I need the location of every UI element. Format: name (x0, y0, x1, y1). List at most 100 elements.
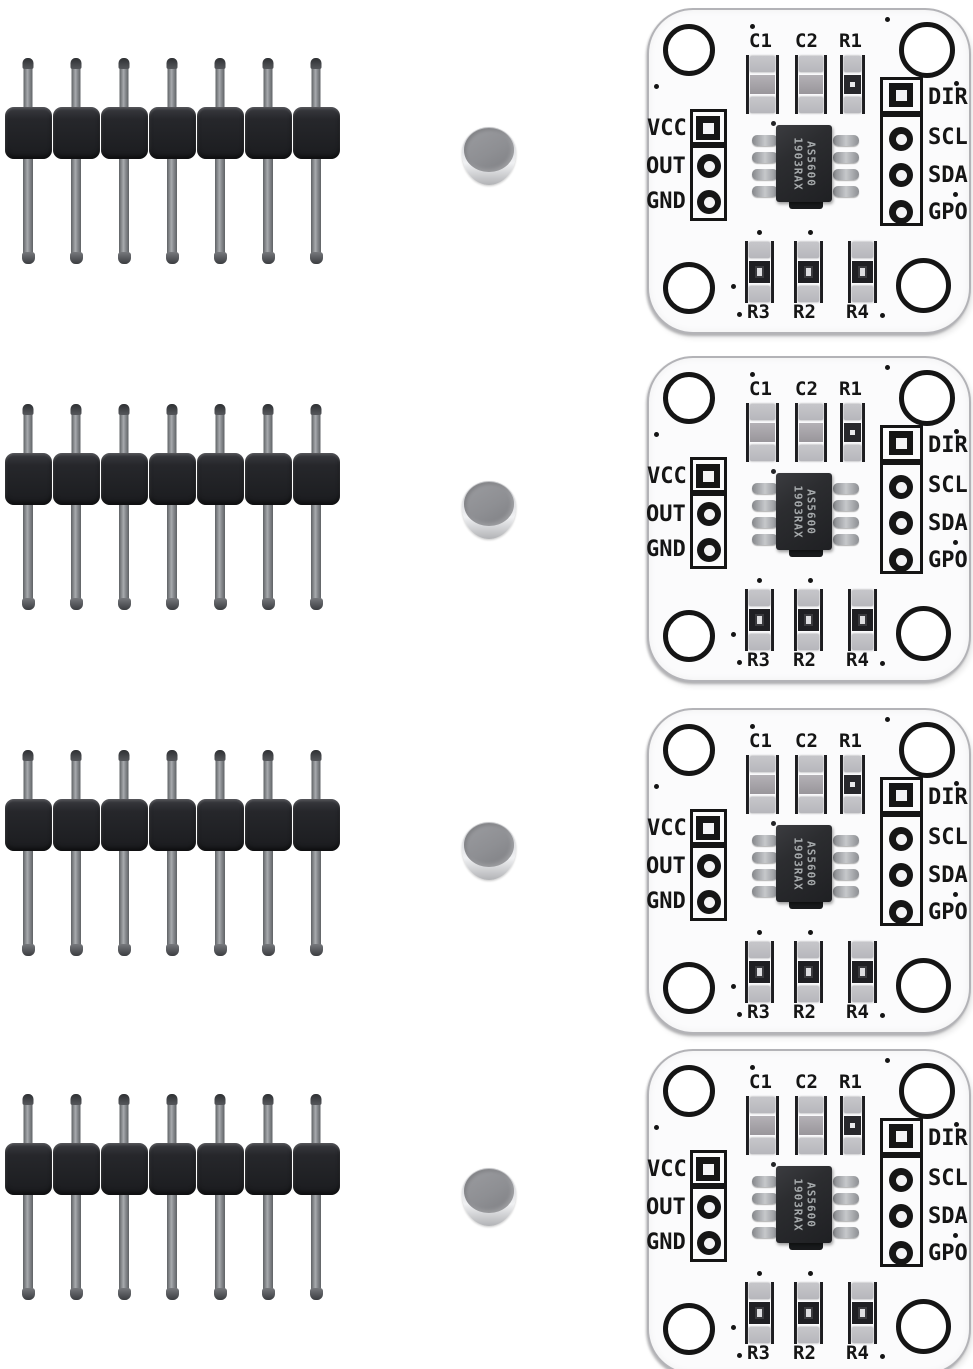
mounting-hole-top-right (899, 370, 955, 426)
as5600-chip: AS5600 1903RAX (752, 469, 859, 558)
resistor-marking (755, 1307, 764, 1319)
pin-tip (118, 1094, 130, 1105)
capacitor-c1 (746, 1096, 779, 1155)
pin-tip (22, 1094, 34, 1105)
pcb-label-dir: DIR (928, 433, 968, 458)
pin-tip (214, 750, 226, 761)
magnet-top-face (463, 823, 515, 868)
scl-sda-gpo-pad-frame (880, 114, 923, 226)
solder-pad (852, 634, 873, 650)
pin-tip (70, 58, 82, 69)
solder-pad (750, 1097, 775, 1113)
silkscreen-dot (737, 1353, 742, 1358)
chip-body: AS5600 1903RAX (771, 821, 832, 902)
chip-lead (752, 500, 778, 511)
pin-header (4, 750, 340, 956)
pcb-label-scl: SCL (928, 125, 968, 150)
header-pin-unit (292, 750, 340, 956)
pin-tip (118, 750, 130, 761)
resistor-marking (850, 82, 855, 87)
pcb-label-r4: R4 (846, 649, 869, 671)
silkscreen-dot (880, 1013, 885, 1018)
header-pin-top (70, 1094, 82, 1146)
resistor-r3 (745, 589, 774, 651)
header-pin-unit (148, 404, 196, 610)
header-housing-block (244, 1143, 292, 1195)
header-pin-bottom (261, 156, 275, 264)
header-housing-block (148, 453, 196, 505)
scl-pad (889, 827, 913, 851)
header-pin-top (166, 58, 178, 110)
chip-body: AS5600 1903RAX (771, 121, 832, 202)
header-pin-top (118, 404, 130, 456)
silkscreen-dot (750, 24, 755, 29)
pin-tip (118, 404, 130, 415)
pin1-dot (771, 469, 776, 474)
header-pin-bottom (213, 1192, 227, 1300)
scl-sda-gpo-pad-frame (880, 1155, 923, 1267)
magnet (462, 1168, 516, 1226)
pcb-label-out: OUT (646, 854, 686, 879)
header-pin-unit (100, 404, 148, 610)
header-housing-block (100, 1143, 148, 1195)
chip-tab (789, 1241, 823, 1250)
solder-pad (798, 286, 819, 302)
header-housing-block (196, 453, 244, 505)
chip-lead (752, 534, 778, 545)
resistor-marking (755, 266, 764, 278)
resistor-r2 (794, 589, 823, 651)
silkscreen-dot (750, 724, 755, 729)
solder-pad (844, 797, 861, 813)
pin-tip (21, 944, 35, 956)
as5600-encoder-board: C1 C2 R1 VCC OUT GND (646, 1049, 971, 1369)
pin-tip (213, 598, 227, 610)
solder-pad (750, 97, 775, 113)
header-pin-unit (196, 750, 244, 956)
silkscreen-dot (654, 784, 659, 789)
solder-pad (749, 286, 770, 302)
pin-tip (165, 944, 179, 956)
resistor-body (844, 423, 861, 442)
pin-tip (214, 1094, 226, 1105)
silkscreen-dot (953, 892, 958, 897)
resistor-body (749, 261, 770, 283)
solder-pad (852, 942, 873, 958)
pcb-label-r3: R3 (747, 1001, 770, 1023)
pcb-label-r2: R2 (793, 1001, 816, 1023)
pad-hole (895, 869, 907, 881)
resistor-r4 (848, 589, 877, 651)
pad-hole (895, 1210, 907, 1222)
pcb-label-c1: C1 (749, 730, 772, 752)
mounting-hole-top-left (663, 372, 715, 424)
chip-lead (833, 1227, 859, 1238)
out-pad (697, 854, 721, 878)
pcb-label-sda: SDA (928, 1204, 968, 1229)
pad-hole (895, 1247, 907, 1259)
solder-pad (799, 1097, 823, 1113)
pcb-label-vcc: VCC (647, 116, 687, 141)
scl-pad (889, 127, 913, 151)
solder-pad (798, 590, 819, 606)
header-housing-block (196, 1143, 244, 1195)
silkscreen-dot (954, 781, 959, 786)
pin-tip (117, 1288, 131, 1300)
pcb-label-out: OUT (646, 1195, 686, 1220)
chip-lead (833, 500, 859, 511)
silkscreen-dot (885, 1058, 890, 1063)
pcb-label-r2: R2 (793, 1342, 816, 1364)
header-housing-block (148, 1143, 196, 1195)
chip-lead (833, 186, 859, 197)
mounting-hole-top-right (899, 22, 955, 78)
chip-marking: AS5600 1903RAX (792, 1178, 818, 1231)
capacitor-c1 (746, 55, 779, 114)
header-pin-bottom (117, 502, 131, 610)
solder-pad (799, 445, 823, 461)
pad-hole (895, 1174, 907, 1186)
resistor-body (749, 961, 770, 983)
pcb-label-vcc: VCC (647, 464, 687, 489)
pcb-label-r4: R4 (846, 1342, 869, 1364)
mounting-hole-bottom-left (663, 262, 715, 314)
header-pin-bottom (117, 1192, 131, 1300)
pin-tip (166, 750, 178, 761)
